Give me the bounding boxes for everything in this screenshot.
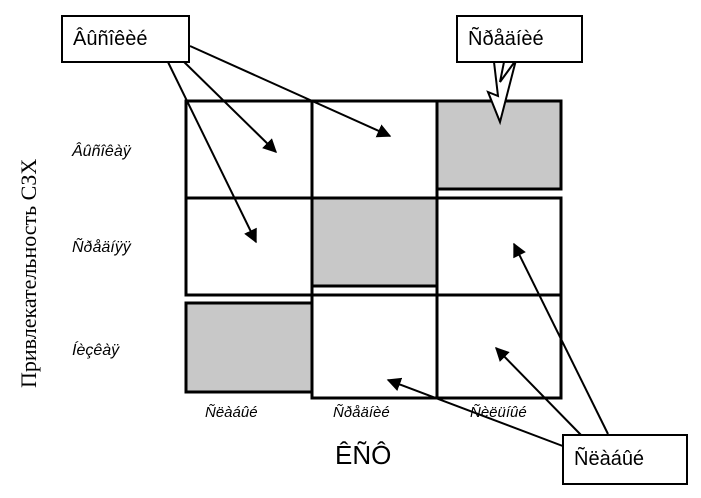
cell-row1-col2 [310,99,439,200]
col-label-1: Ñëàáûé [205,404,258,421]
cell-row2-col1 [184,196,314,297]
x-axis-title: ÊÑÔ [335,440,392,470]
col-label-2: Ñðåäíèé [333,404,390,421]
callout-bottom-right: Ñëàáûé [562,434,688,485]
arrow-low-to-r3c3 [495,346,583,437]
callout-top-right-text: Ñðåäíèé [468,27,544,50]
callout-top-right: Ñðåäíèé [456,15,583,63]
cell-row3-col3 [435,293,563,400]
y-axis-title: Привлекательность СЗХ [16,158,41,388]
row-label-2: Ñðåäíÿÿ [72,239,131,256]
arrow-low-to-r2c3 [513,242,609,435]
cell-row3-col1-shaded [184,301,314,394]
arrow-low-to-r3c2 [386,377,569,449]
arrow-medium-hollow [486,59,517,126]
arrow-high-to-r1c2 [189,45,392,138]
callout-top-left-text: Âûñîêèé [73,27,148,50]
col-label-3: Ñèëüíûé [470,404,527,421]
row-label-1: Âûñîêàÿ [72,143,131,160]
cell-row2-col2-shaded [310,196,439,288]
callout-bottom-right-text: Ñëàáûé [574,448,645,470]
cell-row2-col3 [435,196,563,297]
arrow-high-to-r2c1 [165,57,257,244]
row-label-3: Íèçêàÿ [72,342,120,359]
cell-row3-col2 [310,293,439,400]
arrow-high-to-r1c1 [179,57,278,153]
cell-row1-col1 [184,99,314,200]
callout-top-left: Âûñîêèé [61,15,190,63]
